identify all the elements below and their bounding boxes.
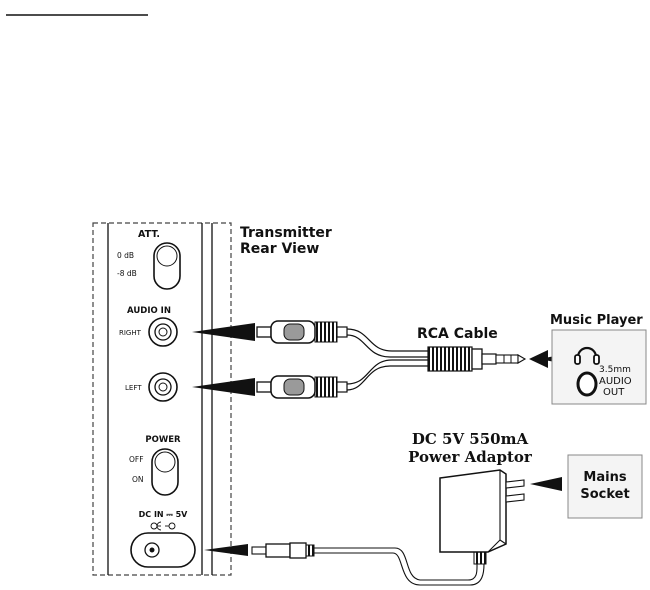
audio-in-right-jack[interactable] bbox=[149, 318, 177, 346]
panel-title-line2: Rear View bbox=[240, 241, 319, 257]
audio-in-label: AUDIO IN bbox=[127, 306, 171, 316]
mini-jack-plug bbox=[428, 347, 525, 371]
power-off-label: OFF bbox=[129, 455, 144, 464]
adaptor-label-line1: DC 5V 550mA bbox=[412, 430, 529, 448]
music-player-jack-size: 3.5mm bbox=[599, 365, 631, 375]
dc-polarity-icon bbox=[151, 522, 175, 530]
mains-label-line2: Socket bbox=[580, 487, 629, 502]
audio-in-left-jack[interactable] bbox=[149, 373, 177, 401]
adaptor-prongs bbox=[506, 480, 524, 502]
music-player-out-line2: OUT bbox=[603, 387, 625, 398]
panel-title-line1: Transmitter bbox=[240, 225, 332, 241]
arrow-to-mains bbox=[530, 477, 562, 491]
rca-plug-right bbox=[257, 321, 347, 343]
arrow-dc-input bbox=[204, 544, 248, 556]
adaptor-label-line2: Power Adaptor bbox=[408, 448, 533, 466]
att-option-8db: -8 dB bbox=[117, 269, 137, 278]
att-option-0db: 0 dB bbox=[117, 251, 134, 260]
rca-cable-label: RCA Cable bbox=[417, 326, 498, 342]
music-player-title: Music Player bbox=[550, 313, 643, 328]
rca-plug-left bbox=[257, 376, 347, 398]
dc-in-jack[interactable] bbox=[131, 533, 195, 567]
audio-in-left-label: LEFT bbox=[125, 384, 142, 392]
power-adaptor bbox=[440, 470, 524, 564]
music-player-out-line1: AUDIO bbox=[599, 376, 632, 387]
power-on-label: ON bbox=[132, 475, 144, 484]
dc-in-label: DC IN ⎓ 5V bbox=[139, 510, 188, 519]
power-label: POWER bbox=[145, 435, 181, 445]
mains-label-line1: Mains bbox=[583, 470, 626, 485]
att-label: ATT. bbox=[138, 229, 160, 240]
audio-out-jack-icon bbox=[578, 373, 596, 395]
audio-in-right-label: RIGHT bbox=[119, 329, 142, 337]
